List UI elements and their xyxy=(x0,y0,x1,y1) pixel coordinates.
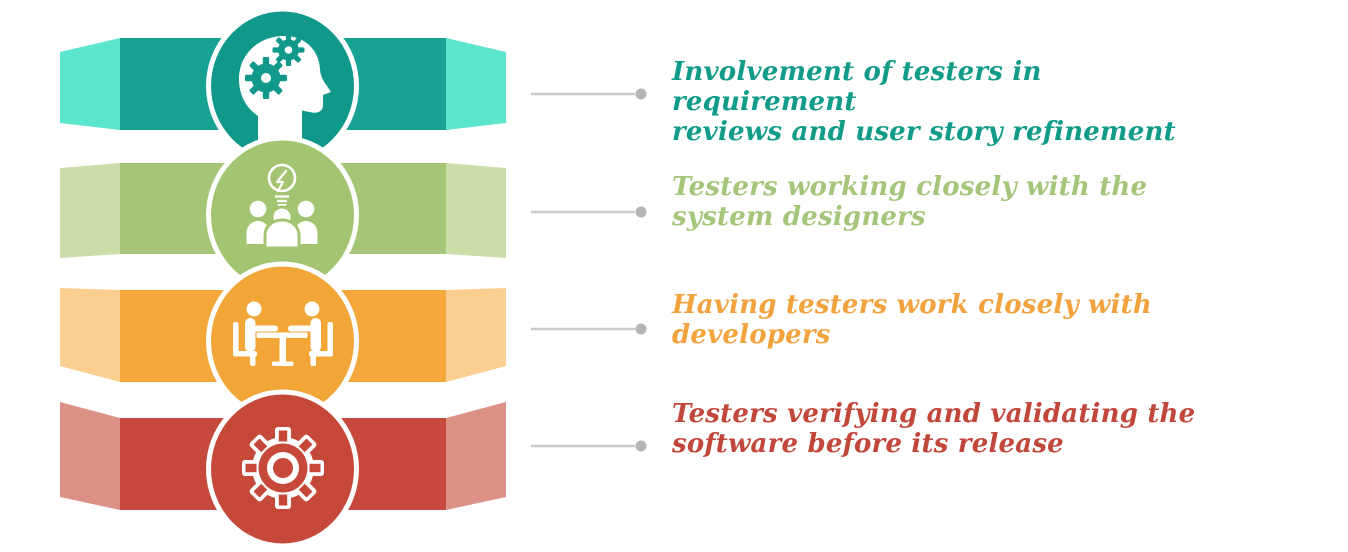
banner-left-fold xyxy=(60,402,120,510)
step-badge-1 xyxy=(206,6,359,166)
step-description-4: Testers verifying and validating the sof… xyxy=(672,399,1202,459)
banner-right-fold xyxy=(446,38,506,130)
banner-left-fold xyxy=(60,163,120,258)
step-badge-4 xyxy=(206,389,359,549)
step-description-2: Testers working closely with the system … xyxy=(672,172,1202,232)
banner-right-fold xyxy=(446,402,506,510)
banner-left-fold xyxy=(60,288,120,382)
step-description-1: Involvement of testers in requirement re… xyxy=(672,57,1202,147)
connector-dot xyxy=(635,323,647,335)
connector-dot xyxy=(635,88,647,100)
banner-right-fold xyxy=(446,163,506,258)
description-line: Testers verifying and validating the xyxy=(672,399,1196,429)
connector-1 xyxy=(531,88,647,100)
banner-right-fold xyxy=(446,288,506,382)
head-with-gears-icon xyxy=(239,34,331,152)
connector-dot xyxy=(635,206,647,218)
meeting-table-icon xyxy=(233,301,333,366)
description-line: Testers working closely with the xyxy=(672,172,1148,202)
team-idea-icon xyxy=(246,163,318,250)
description-line: software before its release xyxy=(672,429,1064,459)
description-line: Involvement of testers in requirement xyxy=(672,57,1042,117)
description-line: reviews and user story refinement xyxy=(672,117,1176,147)
gear-icon xyxy=(242,427,324,509)
connector-2 xyxy=(531,206,647,218)
description-line: Having testers work closely with xyxy=(672,290,1152,320)
banner-left-fold xyxy=(60,38,120,130)
connector-4 xyxy=(531,440,647,452)
step-description-3: Having testers work closely with develop… xyxy=(672,290,1202,350)
description-line: developers xyxy=(672,320,831,350)
connector-dot xyxy=(635,440,647,452)
description-line: system designers xyxy=(672,202,926,232)
step-badge-2 xyxy=(206,135,359,295)
connector-3 xyxy=(531,323,647,335)
